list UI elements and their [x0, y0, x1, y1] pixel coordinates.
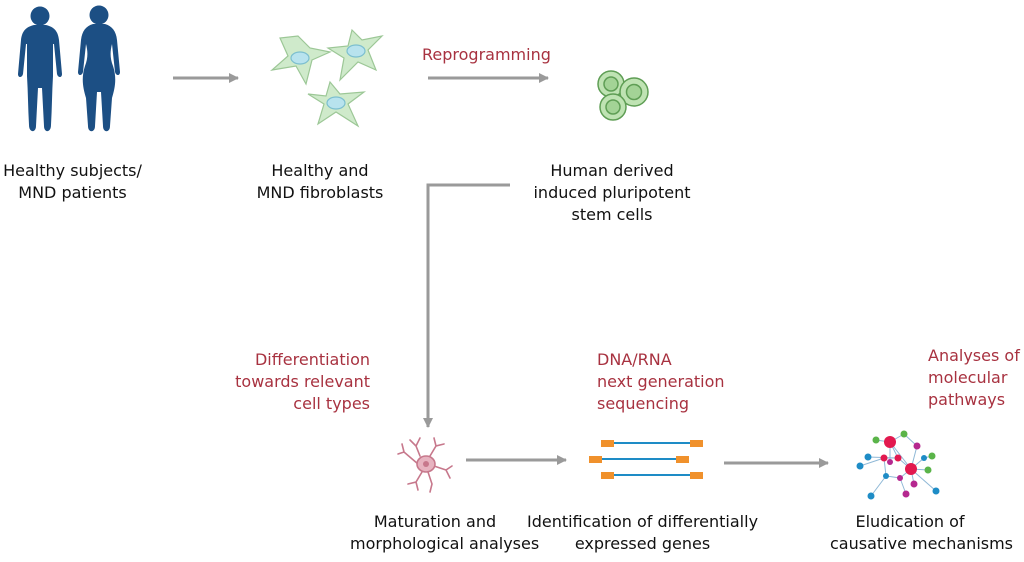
network-node: [897, 475, 903, 481]
ipsc-caption: Human derived induced pluripotent stem c…: [522, 160, 702, 226]
identification-caption-line: expressed genes: [574, 534, 711, 553]
ipsc-caption-line: induced pluripotent: [533, 183, 691, 202]
reprogramming-label-line: Reprogramming: [422, 45, 551, 64]
subjects-caption-line: MND patients: [18, 183, 127, 202]
stem-cell: [619, 77, 649, 107]
sequencing-label-line: DNA/RNA: [597, 350, 672, 369]
dna-strands-icon: [589, 440, 703, 479]
differentiation-label-line: towards relevant: [235, 372, 370, 391]
subjects-caption-line: Healthy subjects/: [3, 161, 142, 180]
stem-cell: [599, 93, 627, 121]
fibroblasts-caption-line: MND fibroblasts: [256, 183, 384, 202]
molecular-network-icon: [856, 430, 940, 500]
elucidation-caption-line: causative mechanisms: [830, 534, 1014, 553]
network-node: [928, 452, 936, 460]
pathways-label-line: pathways: [928, 390, 1006, 409]
network-node: [872, 436, 880, 444]
differentiation-label: Differentiation towards relevant cell ty…: [220, 349, 370, 415]
stem-cells-icon: [597, 70, 649, 121]
network-node: [902, 490, 910, 498]
maturation-caption-line: morphological analyses: [350, 534, 540, 553]
fibroblasts-caption-line: Healthy and: [271, 161, 369, 180]
dna-strand: [601, 440, 703, 447]
sequencing-label-line: sequencing: [597, 394, 689, 413]
network-node: [932, 487, 940, 495]
pathways-label-line: molecular: [928, 368, 1008, 387]
network-node: [894, 454, 902, 462]
network-node: [921, 455, 927, 461]
sequencing-label-line: next generation: [597, 372, 725, 391]
fibroblast-cell: [270, 35, 332, 86]
network-node: [924, 466, 932, 474]
ipsc-caption-line: stem cells: [571, 205, 653, 224]
network-node: [856, 462, 864, 470]
differentiation-label-line: Differentiation: [254, 350, 370, 369]
fibroblasts-caption: Healthy and MND fibroblasts: [240, 160, 400, 204]
network-node: [880, 454, 888, 462]
dna-strand: [601, 472, 703, 479]
ipsc-caption-line: Human derived: [550, 161, 674, 180]
network-node: [913, 442, 921, 450]
elucidation-caption: Eludication of causative mechanisms: [830, 511, 1014, 555]
network-node: [864, 453, 872, 461]
network-node: [905, 463, 917, 475]
elucidation-caption-line: Eludication of: [855, 512, 965, 531]
maturation-caption: Maturation and morphological analyses: [350, 511, 540, 555]
network-node: [900, 430, 908, 438]
identification-caption-line: Identification of differentially: [526, 512, 759, 531]
female-silhouette-icon: [78, 5, 120, 132]
reprogramming-label: Reprogramming: [422, 44, 551, 66]
network-node: [887, 459, 893, 465]
network-node: [883, 473, 889, 479]
differentiation-label-line: cell types: [293, 394, 370, 413]
network-edges: [859, 433, 937, 497]
arrow-ipsc-to-neurons: [423, 183, 510, 428]
dna-strand: [589, 456, 689, 463]
neuron-icon: [397, 437, 453, 493]
network-node: [910, 480, 918, 488]
sequencing-label: DNA/RNA next generation sequencing: [597, 349, 725, 415]
fibroblast-cell: [307, 80, 367, 128]
pathways-label-line: Analyses of: [928, 346, 1020, 365]
human-silhouettes-icon: [18, 5, 120, 132]
subjects-caption: Healthy subjects/ MND patients: [0, 160, 145, 204]
pathways-label: Analyses of molecular pathways: [928, 345, 1020, 411]
fibroblast-cells-icon: [270, 28, 384, 128]
maturation-caption-line: Maturation and: [373, 512, 497, 531]
fibroblast-cell: [326, 28, 384, 82]
male-silhouette-icon: [18, 6, 62, 132]
network-node: [867, 492, 875, 500]
network-node: [884, 436, 896, 448]
identification-caption: Identification of differentially express…: [525, 511, 760, 555]
